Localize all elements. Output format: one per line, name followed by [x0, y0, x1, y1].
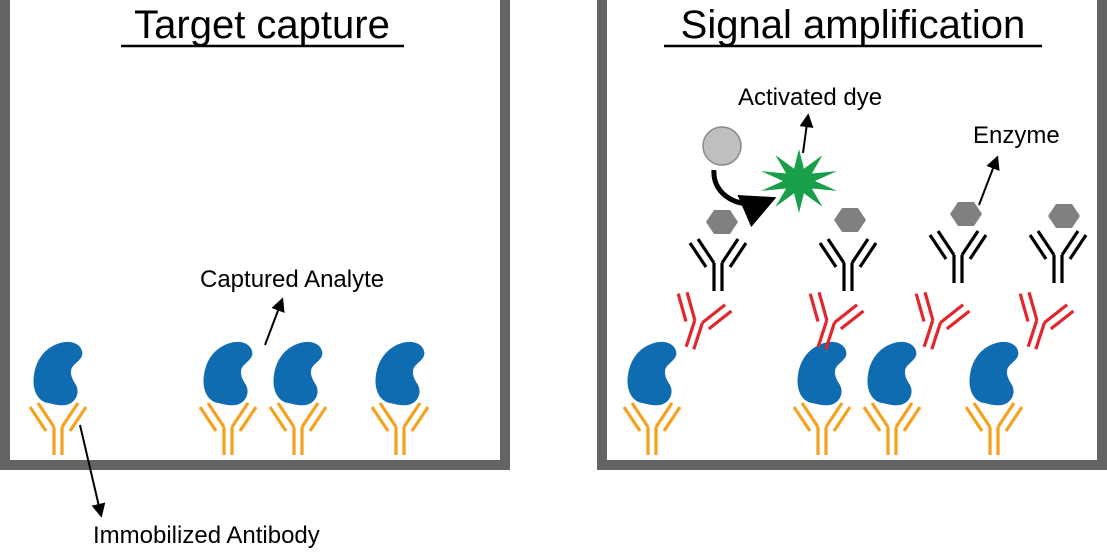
label-enzyme: Enzyme	[973, 122, 1060, 149]
immobilized-antibody	[622, 402, 682, 455]
enzyme-icon	[950, 202, 982, 226]
target-capture-content	[28, 341, 430, 455]
immobilized-antibody	[198, 402, 258, 455]
well-signal-amplification	[597, 0, 1107, 470]
detection-antibody	[914, 291, 971, 350]
captured-analyte	[797, 341, 847, 406]
detection-antibody	[676, 291, 733, 350]
enzyme-conjugated-antibody	[818, 238, 878, 291]
immobilized-antibody	[268, 402, 328, 455]
detection-antibody	[808, 291, 865, 350]
panel-title-signal-amplification: Signal amplification	[681, 3, 1026, 47]
captured-analyte	[375, 341, 425, 406]
arrow-captured-analyte	[264, 297, 285, 346]
immobilized-antibody	[370, 402, 430, 455]
captured-analyte	[867, 341, 917, 406]
well-wall	[0, 0, 510, 470]
enzyme-conjugated-antibody	[688, 238, 748, 291]
panel-title-target-capture: Target capture	[134, 3, 390, 47]
enzyme-icon	[834, 208, 866, 232]
enzyme-conjugated-antibody	[1028, 230, 1088, 283]
captured-analyte	[273, 341, 323, 406]
reaction-arrow	[711, 169, 777, 228]
signal-amplification-content	[622, 126, 1088, 455]
arrow-activated-dye	[799, 113, 814, 154]
well-target-capture	[0, 0, 510, 470]
captured-analyte	[627, 341, 677, 406]
captured-analyte	[203, 341, 253, 406]
label-activated-dye: Activated dye	[738, 84, 882, 111]
detection-antibody	[1018, 291, 1075, 350]
immobilized-antibody	[28, 402, 88, 455]
activated-dye-icon	[761, 149, 837, 213]
enzyme-icon	[706, 210, 738, 234]
immobilized-antibody	[862, 402, 922, 455]
arrow-immobilized-antibody	[79, 424, 106, 518]
immobilized-antibody	[964, 402, 1024, 455]
immobilized-antibody	[792, 402, 852, 455]
captured-analyte	[969, 341, 1019, 406]
enzyme-icon	[1048, 204, 1080, 228]
label-immobilized-antibody: Immobilized Antibody	[93, 522, 320, 549]
arrow-enzyme	[978, 155, 1000, 206]
label-captured-analyte: Captured Analyte	[200, 266, 384, 293]
captured-analyte	[33, 341, 83, 406]
substrate-icon	[702, 126, 742, 166]
well-wall	[597, 0, 1107, 470]
enzyme-conjugated-antibody	[928, 230, 988, 283]
